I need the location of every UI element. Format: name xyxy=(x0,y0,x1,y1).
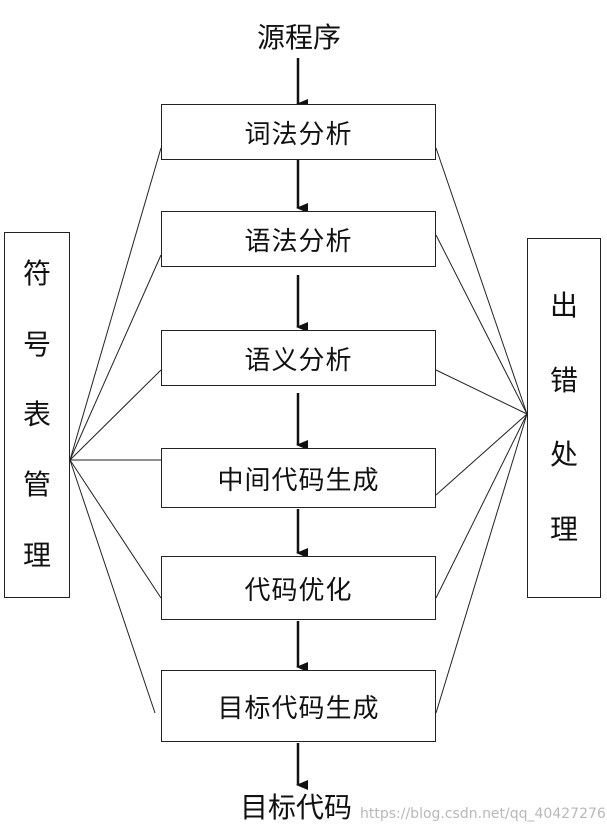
right-link-2 xyxy=(435,234,528,415)
left-link-3 xyxy=(69,369,162,461)
stage-target-code: 目标代码生成 xyxy=(161,670,436,742)
stage-label: 中间代码生成 xyxy=(217,465,380,496)
panel-char: 错 xyxy=(549,363,578,397)
stage-label: 目标代码生成 xyxy=(217,693,380,724)
stage-intermediate-code: 中间代码生成 xyxy=(161,448,436,508)
left-link-6 xyxy=(69,459,156,714)
stage-syntax-analysis: 语法分析 xyxy=(161,211,436,267)
error-handling-panel: 出 错 处 理 xyxy=(527,238,601,598)
stage-semantic-analysis: 语义分析 xyxy=(161,330,436,386)
left-link-5 xyxy=(69,459,162,599)
right-link-1 xyxy=(435,147,528,415)
right-link-3 xyxy=(435,369,528,415)
left-link-2 xyxy=(69,254,162,461)
panel-char: 出 xyxy=(549,288,578,322)
stage-label: 代码优化 xyxy=(244,575,353,606)
panel-char: 处 xyxy=(549,438,578,472)
right-link-6 xyxy=(435,413,528,714)
stage-label: 语法分析 xyxy=(244,226,353,257)
right-link-5 xyxy=(435,413,528,599)
symbol-table-panel: 符 号 表 管 理 xyxy=(4,232,70,598)
output-label: 目标代码 xyxy=(240,791,353,824)
stage-lexical-analysis: 词法分析 xyxy=(161,104,436,160)
left-link-1 xyxy=(69,147,162,461)
watermark-text: https://blog.csdn.net/qq_40427276 xyxy=(360,806,606,822)
input-label: 源程序 xyxy=(257,21,342,54)
panel-char: 符 xyxy=(22,257,51,291)
panel-char: 号 xyxy=(22,327,51,361)
panel-char: 理 xyxy=(549,513,578,547)
right-link-4 xyxy=(435,413,528,496)
panel-char: 表 xyxy=(22,397,51,431)
stage-label: 语义分析 xyxy=(244,345,353,376)
panel-char: 理 xyxy=(22,538,51,572)
stage-code-optimization: 代码优化 xyxy=(161,556,436,620)
panel-char: 管 xyxy=(22,468,51,502)
stage-label: 词法分析 xyxy=(244,119,353,150)
